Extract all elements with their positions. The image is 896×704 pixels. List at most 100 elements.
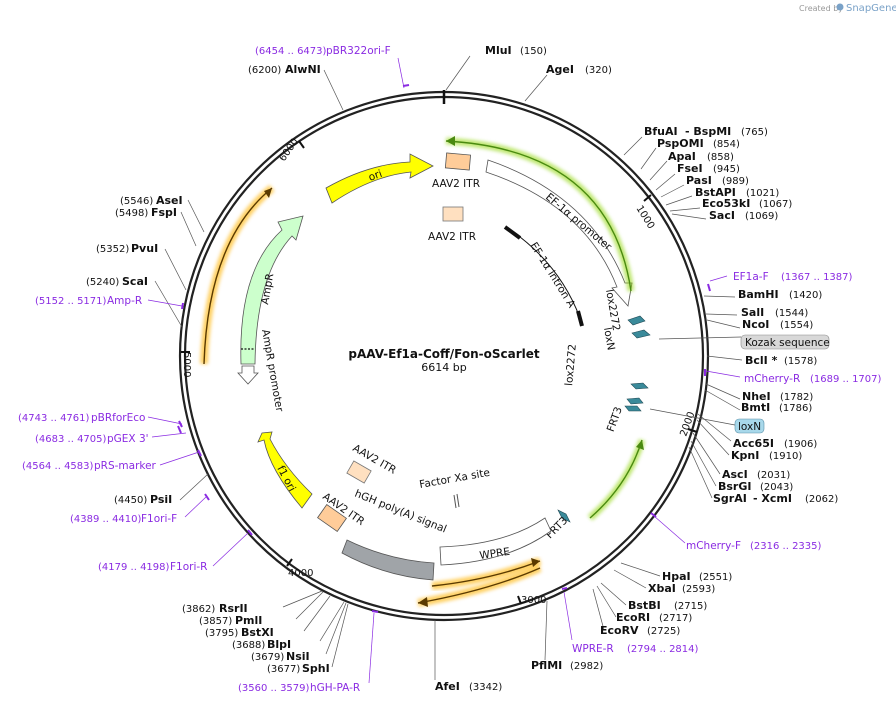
- f1-ori-feature[interactable]: [257, 431, 313, 509]
- tick-label-3000: 3000: [521, 595, 546, 606]
- site-bamhi[interactable]: BamHI: [738, 288, 779, 301]
- loxn-box[interactable]: [734, 418, 765, 434]
- ori-feature[interactable]: [325, 153, 434, 204]
- site-scai[interactable]: ScaI: [122, 275, 148, 288]
- site-saci-pos: (1069): [745, 211, 778, 222]
- primer-wpre-r[interactable]: WPRE-R: [572, 643, 614, 655]
- site-ecori[interactable]: EcoRI: [616, 611, 650, 624]
- orange-arc-2[interactable]: [431, 560, 541, 587]
- site-mlui[interactable]: MluI: [485, 44, 512, 57]
- site-ecorv[interactable]: EcoRV: [600, 624, 639, 637]
- site-pmli-pos: (3857): [199, 616, 232, 627]
- site-fsei[interactable]: FseI: [677, 162, 703, 175]
- site-hpai[interactable]: HpaI: [662, 570, 691, 583]
- primer-mcherry-r-pos: (1689 .. 1707): [810, 374, 882, 385]
- site-kpni[interactable]: KpnI: [731, 449, 759, 462]
- ampr-feature[interactable]: [240, 215, 304, 365]
- green-arc-right[interactable]: [589, 439, 643, 519]
- site-pspomi[interactable]: PspOMI: [657, 137, 704, 150]
- lox-sites[interactable]: [557, 315, 651, 523]
- wpre-feature[interactable]: [439, 517, 552, 566]
- orange-arc-left[interactable]: [203, 187, 273, 365]
- aav2-itr-bottom-inner-feature[interactable]: [346, 460, 372, 484]
- site-ncoi-pos: (1554): [780, 320, 813, 331]
- site-bmti-pos: (1786): [779, 403, 812, 414]
- site-bstapi-pos: (1021): [746, 188, 779, 199]
- ampr-promoter-label: AmpR promoter: [259, 328, 285, 413]
- primer-ef1a-f[interactable]: EF1a-F: [733, 271, 769, 283]
- site-xcmi[interactable]: - XcmI: [753, 492, 792, 505]
- ori-label: ori: [367, 168, 384, 184]
- site-nsii[interactable]: NsiI: [286, 650, 310, 663]
- site-fsei-pos: (945): [713, 164, 740, 175]
- primer-pbr322ori-f[interactable]: pBR322ori-F: [326, 45, 391, 57]
- site-agei[interactable]: AgeI: [546, 63, 574, 76]
- kozak-box[interactable]: [740, 334, 830, 350]
- site-nhei[interactable]: NheI: [742, 390, 771, 403]
- site-rsrii[interactable]: RsrII: [219, 602, 248, 615]
- primer-ef1a-f-pos: (1367 .. 1387): [781, 272, 853, 283]
- primer-pbrforeco[interactable]: pBRforEco: [91, 412, 145, 424]
- primer-f1ori-r[interactable]: F1ori-R: [170, 561, 207, 573]
- site-bstbi[interactable]: BstBI: [628, 599, 661, 612]
- site-fspi[interactable]: FspI: [151, 206, 177, 219]
- ef1a-promoter-feature[interactable]: [485, 159, 633, 307]
- hgh-polya-feature[interactable]: [341, 539, 435, 581]
- ef1a-intron-label: EF-1α intron A: [527, 240, 577, 310]
- site-saci[interactable]: SacI: [709, 209, 735, 222]
- site-bspmi[interactable]: - BspMI: [685, 125, 731, 138]
- site-bstapi[interactable]: BstAPI: [695, 186, 736, 199]
- site-apai[interactable]: ApaI: [668, 150, 696, 163]
- aav2-itr-inner-label: AAV2 ITR: [428, 231, 476, 243]
- site-acc65i[interactable]: Acc65I: [733, 437, 774, 450]
- site-sgrai[interactable]: SgrAI: [713, 492, 747, 505]
- site-ecorv-pos: (2725): [647, 626, 680, 637]
- ef1a-intron-range[interactable]: [503, 225, 584, 327]
- site-bcli-pos: (1578): [784, 356, 817, 367]
- primer-leaders: [147, 57, 741, 684]
- plasmid-name: pAAV-Ef1a-Coff/Fon-oScarlet: [348, 347, 539, 361]
- site-bstxi[interactable]: BstXI: [241, 626, 274, 639]
- site-pflmi[interactable]: PflMI: [531, 659, 562, 672]
- lox2272-label-b: lox2272: [563, 344, 579, 387]
- aav2-itr-inner-feature[interactable]: [442, 206, 464, 222]
- ampr-promoter-feature[interactable]: [237, 365, 259, 385]
- factor-xa-site-feature[interactable]: [453, 493, 460, 509]
- green-arc-top[interactable]: [445, 140, 632, 292]
- aav2-itr-bottom-feature[interactable]: [317, 504, 347, 532]
- primer-pgex3[interactable]: pGEX 3': [107, 433, 149, 445]
- site-xcmi-pos: (2062): [805, 494, 838, 505]
- site-pmli[interactable]: PmlI: [235, 614, 262, 627]
- site-pvui[interactable]: PvuI: [131, 242, 158, 255]
- aav2-itr-top-feature[interactable]: [444, 152, 471, 171]
- primer-prs-marker[interactable]: pRS-marker: [94, 460, 157, 472]
- site-bspmi-pos: (765): [741, 127, 768, 138]
- site-bmti[interactable]: BmtI: [741, 401, 770, 414]
- site-sali[interactable]: SalI: [741, 306, 764, 319]
- site-bsrgi[interactable]: BsrGI: [718, 480, 751, 493]
- site-bstbi-pos: (2715): [674, 601, 707, 612]
- site-pflmi-pos: (2982): [570, 661, 603, 672]
- orange-arc-1[interactable]: [417, 567, 541, 604]
- primer-f1ori-f[interactable]: F1ori-F: [141, 513, 177, 525]
- site-alwni[interactable]: AlwNI: [285, 63, 321, 76]
- site-sphi[interactable]: SphI: [302, 662, 330, 675]
- site-asci[interactable]: AscI: [722, 468, 748, 481]
- primer-amp-r[interactable]: Amp-R: [107, 295, 142, 307]
- credit-prefix: Created by: [799, 4, 843, 13]
- site-xbai[interactable]: XbaI: [648, 582, 676, 595]
- site-bcli[interactable]: BclI *: [745, 354, 778, 367]
- site-pasi[interactable]: PasI: [686, 174, 712, 187]
- site-ncoi[interactable]: NcoI: [742, 318, 769, 331]
- site-pspomi-pos: (854): [713, 139, 740, 150]
- site-asei[interactable]: AseI: [156, 194, 183, 207]
- primer-mcherry-r[interactable]: mCherry-R: [744, 373, 800, 385]
- site-bfuai[interactable]: BfuAI: [644, 125, 678, 138]
- site-blpi[interactable]: BlpI: [267, 638, 291, 651]
- site-afei[interactable]: AfeI: [435, 680, 460, 693]
- site-psii[interactable]: PsiI: [150, 493, 172, 506]
- primer-mcherry-f[interactable]: mCherry-F: [686, 540, 741, 552]
- primer-hgh-pa-r[interactable]: hGH-PA-R: [310, 682, 360, 694]
- site-eco53ki[interactable]: Eco53kI: [702, 197, 750, 210]
